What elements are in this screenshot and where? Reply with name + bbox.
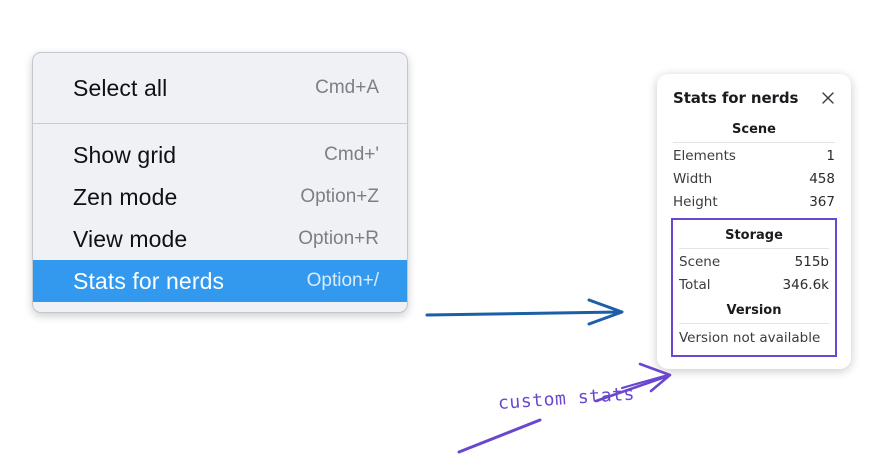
version-status-text: Version not available xyxy=(679,330,821,346)
stats-row-elements: Elements 1 xyxy=(671,145,837,168)
section-heading-scene: Scene xyxy=(732,122,776,137)
menu-item-show-grid[interactable]: Show grid Cmd+' xyxy=(33,134,407,176)
custom-stats-annotation-label: custom stats xyxy=(497,383,636,414)
stats-row-label: Total xyxy=(679,277,711,293)
stats-section-storage: Storage Scene 515b Total 346.6k xyxy=(677,222,831,297)
stats-row-label: Elements xyxy=(673,148,736,164)
menu-item-view-mode[interactable]: View mode Option+R xyxy=(33,218,407,260)
context-menu-group-2: Show grid Cmd+' Zen mode Option+Z View m… xyxy=(33,124,407,312)
stats-for-nerds-panel: Stats for nerds Scene Elements 1 Width 4… xyxy=(657,74,851,369)
menu-item-shortcut: Cmd+' xyxy=(324,144,379,165)
stats-section-scene: Scene Elements 1 Width 458 Height 367 xyxy=(671,116,837,214)
stats-row-value: 346.6k xyxy=(782,277,829,293)
menu-item-shortcut: Option+R xyxy=(298,228,379,249)
menu-item-stats-for-nerds[interactable]: Stats for nerds Option+/ xyxy=(33,260,407,302)
menu-divider xyxy=(33,123,407,124)
menu-item-shortcut: Option+Z xyxy=(300,186,379,207)
stats-row-width: Width 458 xyxy=(671,168,837,191)
menu-item-label: Select all xyxy=(73,74,168,101)
stats-row-value: 367 xyxy=(809,194,835,210)
menu-item-label: Stats for nerds xyxy=(73,267,225,294)
menu-item-label: Zen mode xyxy=(73,183,178,210)
custom-stats-pointer-arrow xyxy=(594,362,672,403)
menu-item-shortcut: Cmd+A xyxy=(315,77,379,98)
menu-item-select-all[interactable]: Select all Cmd+A xyxy=(33,67,407,109)
stats-row-value: 458 xyxy=(809,171,835,187)
custom-stats-underline-stroke xyxy=(457,418,542,454)
stats-section-version: Version Version not available xyxy=(677,297,831,351)
stats-row-label: Height xyxy=(673,194,718,210)
stats-row-label: Scene xyxy=(679,254,721,270)
stats-panel-body: Scene Elements 1 Width 458 Height 367 St… xyxy=(657,116,851,357)
section-rule xyxy=(679,248,829,249)
close-icon[interactable] xyxy=(819,89,837,107)
stats-row-height: Height 367 xyxy=(671,191,837,214)
context-menu[interactable]: Select all Cmd+A Show grid Cmd+' Zen mod… xyxy=(32,52,408,313)
menu-to-panel-arrow xyxy=(425,298,624,326)
section-heading-storage: Storage xyxy=(725,228,783,243)
section-rule xyxy=(673,142,835,143)
menu-item-shortcut: Option+/ xyxy=(306,270,379,291)
section-rule xyxy=(679,323,829,324)
stats-panel-header: Stats for nerds xyxy=(657,86,851,110)
stats-row-storage-total: Total 346.6k xyxy=(677,274,831,297)
custom-stats-highlight-box: Storage Scene 515b Total 346.6k Version … xyxy=(671,218,837,357)
stats-row-label: Width xyxy=(673,171,713,187)
menu-item-zen-mode[interactable]: Zen mode Option+Z xyxy=(33,176,407,218)
stats-row-value: 1 xyxy=(826,148,835,164)
stats-row-value: 515b xyxy=(794,254,829,270)
context-menu-group-1: Select all Cmd+A xyxy=(33,53,407,123)
section-heading-version: Version xyxy=(726,303,782,318)
menu-item-label: Show grid xyxy=(73,141,177,168)
menu-item-label: View mode xyxy=(73,225,188,252)
stats-panel-title: Stats for nerds xyxy=(673,89,799,107)
stats-row-storage-scene: Scene 515b xyxy=(677,251,831,274)
